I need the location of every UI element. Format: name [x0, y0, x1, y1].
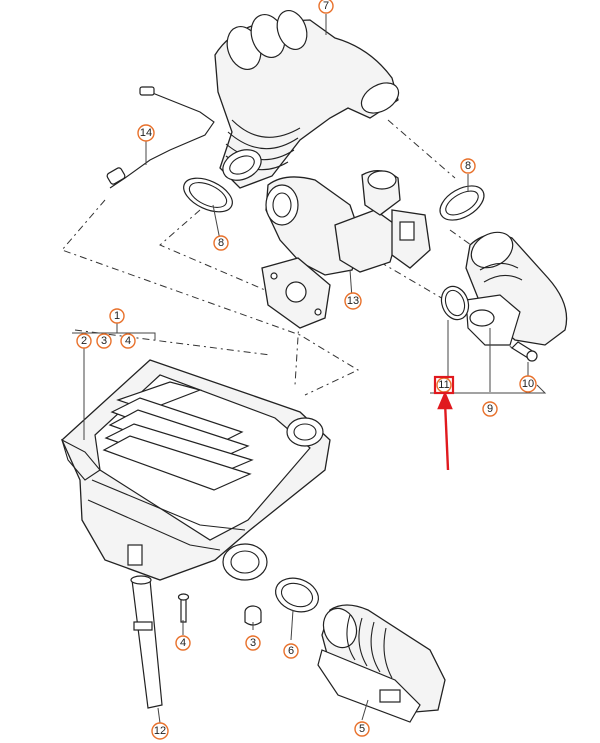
callout-8-left: 8 [213, 235, 229, 251]
svg-text:6: 6 [288, 645, 294, 657]
highlight-arrow [437, 390, 453, 471]
grommet-3 [244, 605, 262, 626]
throttle-body-assembly [261, 170, 431, 329]
upper-intake-duct [214, 10, 400, 189]
callout-13: 13 [344, 292, 362, 310]
svg-text:13: 13 [347, 295, 359, 307]
callout-11: 11 [436, 377, 452, 393]
callout-12: 12 [151, 722, 169, 740]
screw-10 [511, 341, 538, 362]
svg-text:3: 3 [101, 335, 107, 347]
svg-text:3: 3 [250, 637, 256, 649]
intake-snorkel [317, 604, 446, 723]
elbow-hose [465, 231, 568, 346]
callout-1: 1 [109, 308, 125, 324]
svg-text:5: 5 [359, 723, 365, 735]
assembly-lines [61, 119, 521, 396]
o-ring-seal [440, 285, 470, 321]
callout-14: 14 [137, 124, 155, 142]
svg-text:11: 11 [438, 379, 449, 391]
callout-7: 7 [318, 0, 334, 14]
callout-3-upper: 3 [96, 333, 112, 349]
sensor-cable [106, 86, 215, 189]
svg-text:8: 8 [218, 237, 224, 249]
callout-4-upper: 4 [120, 333, 136, 349]
callout-2: 2 [76, 333, 92, 349]
svg-text:9: 9 [487, 403, 493, 415]
callout-6: 6 [283, 643, 299, 659]
svg-text:14: 14 [140, 127, 152, 139]
hose-clamp-left [183, 177, 233, 213]
svg-text:1: 1 [114, 310, 120, 322]
callout-3-lower: 3 [245, 635, 261, 651]
screw-4 [177, 593, 190, 623]
svg-text:2: 2 [81, 335, 87, 347]
callout-5: 5 [354, 721, 370, 737]
svg-text:12: 12 [154, 725, 166, 737]
svg-text:4: 4 [125, 335, 131, 347]
callout-9: 9 [482, 401, 498, 417]
highlight-box [433, 375, 455, 395]
air-filter-housing [61, 359, 331, 581]
svg-text:4: 4 [180, 637, 186, 649]
callout-8-right: 8 [460, 158, 476, 174]
callout-4-lower: 4 [175, 635, 191, 651]
callout-10: 10 [519, 375, 537, 393]
svg-text:10: 10 [522, 378, 534, 390]
drain-pipe [130, 575, 163, 709]
svg-text:7: 7 [323, 0, 329, 12]
hose-clamp-right [439, 185, 485, 221]
hose-clamp-lower [275, 577, 319, 613]
svg-text:8: 8 [465, 160, 471, 172]
